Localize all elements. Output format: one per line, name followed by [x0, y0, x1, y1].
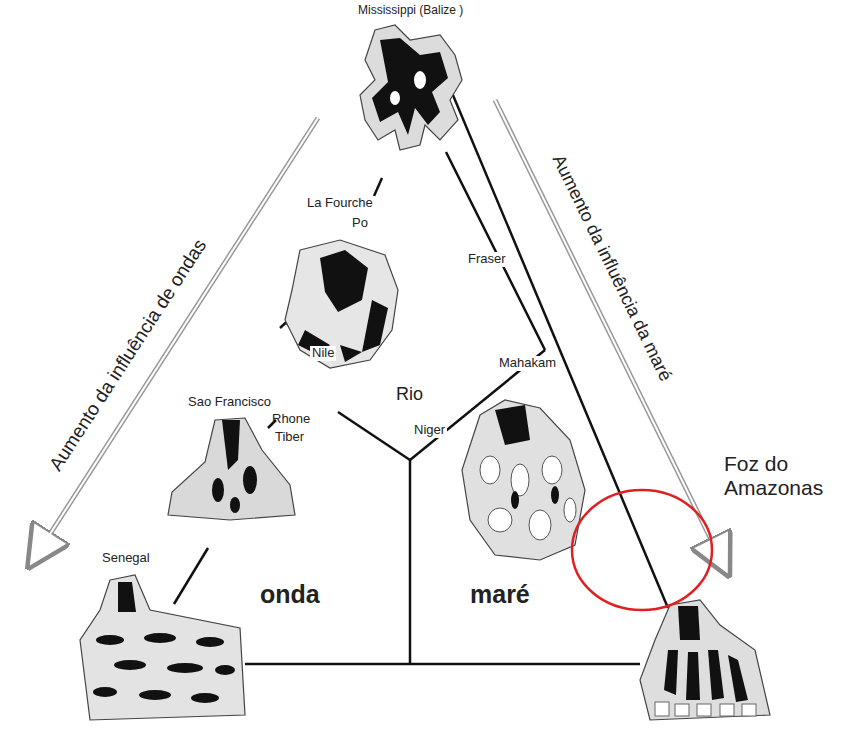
delta-label: Po — [350, 216, 370, 231]
delta-label: Senegal — [102, 551, 150, 566]
delta-label: Tiber — [275, 430, 304, 445]
amazon-delta — [640, 600, 770, 720]
wave-arrow — [32, 118, 318, 562]
po-delta — [285, 240, 398, 368]
delta-label: Foz do Amazonas — [724, 452, 849, 500]
delta-label: Nile — [310, 346, 336, 361]
delta-label: Mississippi (Balize ) — [358, 4, 463, 18]
delta-label: Rhone — [272, 412, 310, 427]
axis-label: Aumento da influência de ondas — [45, 235, 211, 475]
wave-arrow-core — [32, 118, 318, 562]
delta-label: Sao Francisco — [186, 395, 273, 410]
axis-label: Aumento da influência da maré — [548, 151, 676, 384]
delta-label: Mahakam — [497, 356, 558, 371]
delta-label: maré — [470, 580, 530, 609]
highlight-circle — [572, 490, 712, 610]
senegal-delta — [80, 575, 245, 720]
delta-label: Niger — [412, 423, 447, 438]
triangle-lines — [174, 88, 668, 665]
delta-label: Rio — [396, 384, 423, 405]
mississippi-delta — [360, 25, 462, 150]
delta-label: onda — [260, 580, 320, 609]
delta-label: La Fourche — [305, 196, 375, 211]
mahakam-delta — [462, 400, 585, 560]
delta-label: Fraser — [466, 252, 508, 267]
